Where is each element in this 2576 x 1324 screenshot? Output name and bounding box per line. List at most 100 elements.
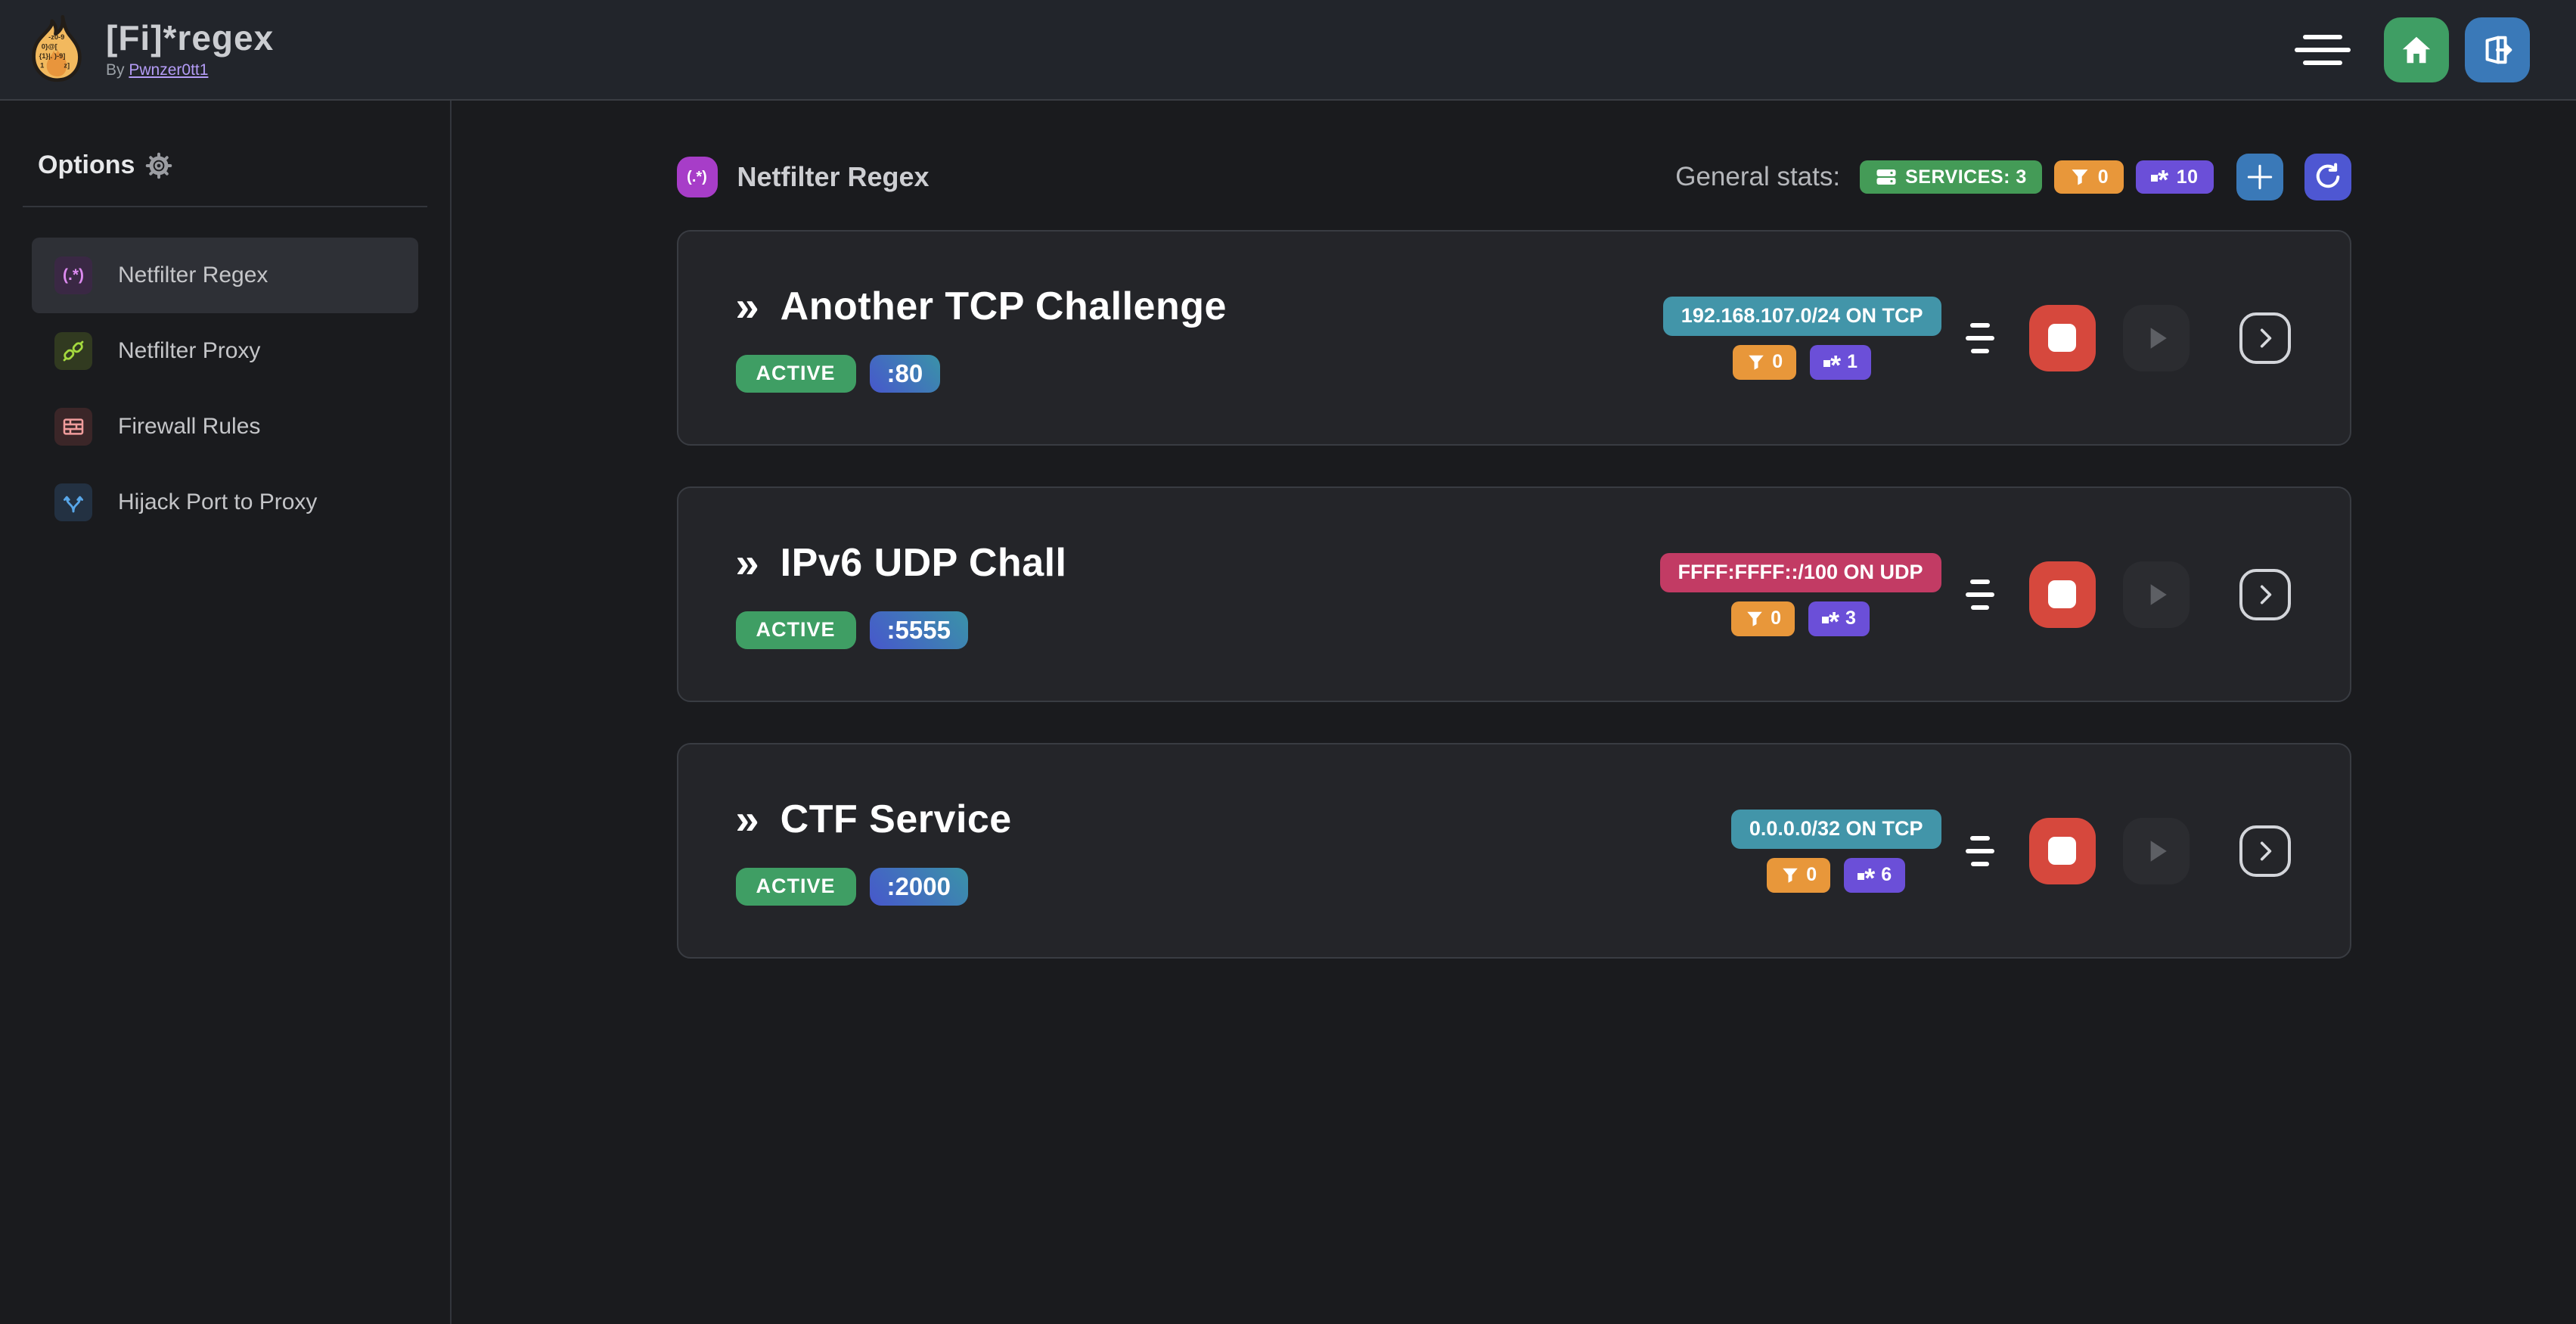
- server-icon: [1876, 169, 1896, 185]
- svg-text:z]: z]: [64, 61, 70, 69]
- open-service-button[interactable]: [2239, 825, 2291, 877]
- address-badge: 0.0.0.0/32 ON TCP: [1730, 809, 1941, 849]
- app-header: -z0-9 0}@[ {1}|. )-9] 1 z] [Fi]*regex By…: [0, 0, 2576, 101]
- play-icon: [2150, 840, 2167, 862]
- gear-icon: [146, 152, 172, 179]
- service-name: Another TCP Challenge: [780, 284, 1227, 328]
- svg-text:0}@[: 0}@[: [42, 42, 57, 50]
- double-chevron-icon: »: [735, 794, 759, 843]
- stop-icon: [2048, 324, 2076, 352]
- regex-dot-star-icon: *: [1858, 864, 1875, 891]
- app-title: [Fi]*regex: [106, 18, 275, 58]
- service-list: » Another TCP Challenge ACTIVE :80 192.1…: [676, 230, 2351, 959]
- logout-button[interactable]: [2465, 17, 2530, 82]
- sidebar-item-label: Netfilter Proxy: [118, 338, 261, 363]
- section-title: Netfilter Regex: [737, 161, 930, 192]
- sidebar-divider: [23, 206, 427, 207]
- stop-button[interactable]: [2028, 561, 2096, 628]
- regex-dot-star-icon: *: [1822, 608, 1839, 635]
- add-service-button[interactable]: [2236, 154, 2283, 200]
- sidebar-title: Options: [38, 151, 135, 179]
- open-service-button[interactable]: [2239, 568, 2291, 620]
- section-header: (.*) Netfilter Regex General stats: SERV…: [676, 151, 2351, 203]
- funnel-icon: [1783, 868, 1799, 883]
- status-badge: ACTIVE: [735, 867, 856, 906]
- address-badge: FFFF:FFFF::/100 ON UDP: [1659, 552, 1941, 592]
- byline: By Pwnzer0tt1: [106, 61, 274, 79]
- stop-button[interactable]: [2028, 817, 2096, 884]
- refresh-icon: [2316, 163, 2339, 188]
- regex-dot-star-icon: *: [1823, 351, 1841, 378]
- filters-count-badge: 0: [2053, 160, 2124, 194]
- sidebar-nav: (.*) Netfilter Regex Netfilter Proxy: [0, 238, 450, 540]
- header-actions: [2295, 17, 2530, 82]
- regex-count-badge: * 1: [1810, 344, 1872, 380]
- double-chevron-icon: »: [735, 281, 759, 330]
- sidebar-item-label: Firewall Rules: [118, 414, 261, 439]
- brick-wall-icon: [54, 408, 92, 446]
- sidebar-item-hijack-port[interactable]: Hijack Port to Proxy: [32, 465, 418, 540]
- service-name: CTF Service: [780, 797, 1012, 841]
- play-button[interactable]: [2122, 817, 2190, 884]
- split-arrows-icon: [54, 483, 92, 521]
- service-card-ipv6-udp-chall: » IPv6 UDP Chall ACTIVE :5555 FFFF:FFFF:…: [676, 486, 2351, 702]
- sidebar-item-firewall-rules[interactable]: Firewall Rules: [32, 389, 418, 465]
- stop-icon: [2048, 837, 2076, 865]
- regex-count-badge: * 10: [2136, 160, 2214, 194]
- service-name: IPv6 UDP Chall: [780, 540, 1067, 585]
- sidebar-item-label: Netfilter Regex: [118, 263, 268, 287]
- play-icon: [2150, 327, 2167, 349]
- brand: -z0-9 0}@[ {1}|. )-9] 1 z] [Fi]*regex By…: [27, 13, 274, 87]
- port-badge: :5555: [869, 611, 968, 649]
- chevron-right-icon: [2260, 328, 2271, 347]
- regex-dot-star-icon: *: [2151, 166, 2169, 194]
- sidebar: Options (.*) Netfilter Regex: [0, 101, 452, 1324]
- stop-button[interactable]: [2028, 304, 2096, 371]
- plug-connected-icon: [54, 332, 92, 370]
- status-badge: ACTIVE: [735, 354, 856, 393]
- funnel-icon: [2072, 169, 2088, 185]
- sidebar-item-netfilter-proxy[interactable]: Netfilter Proxy: [32, 313, 418, 389]
- svg-text:1: 1: [40, 61, 44, 69]
- chevron-right-icon: [2260, 585, 2271, 604]
- port-badge: :2000: [869, 867, 968, 906]
- plus-icon: [2247, 164, 2272, 190]
- sidebar-item-label: Hijack Port to Proxy: [118, 490, 318, 514]
- home-icon: [2402, 36, 2431, 63]
- chevron-right-icon: [2260, 841, 2271, 860]
- filters-count-badge: 0: [1731, 601, 1795, 636]
- filters-count-badge: 0: [1733, 344, 1797, 380]
- port-badge: :80: [869, 354, 941, 393]
- regex-icon: (.*): [54, 256, 92, 294]
- flame-logo-icon: -z0-9 0}@[ {1}|. )-9] 1 z]: [32, 14, 82, 82]
- stop-icon: [2048, 580, 2076, 608]
- service-menu-icon[interactable]: [1965, 835, 1994, 866]
- service-card-another-tcp-challenge: » Another TCP Challenge ACTIVE :80 192.1…: [676, 230, 2351, 446]
- double-chevron-icon: »: [735, 538, 759, 586]
- main-content: (.*) Netfilter Regex General stats: SERV…: [452, 101, 2576, 1324]
- home-button[interactable]: [2384, 17, 2449, 82]
- regex-count-badge: * 6: [1844, 857, 1906, 893]
- author-link[interactable]: Pwnzer0tt1: [129, 61, 209, 79]
- sidebar-item-netfilter-regex[interactable]: (.*) Netfilter Regex: [32, 238, 418, 313]
- menu-lines-icon[interactable]: [2295, 34, 2351, 65]
- logout-icon: [2485, 36, 2512, 64]
- open-service-button[interactable]: [2239, 312, 2291, 364]
- service-menu-icon[interactable]: [1965, 579, 1994, 610]
- svg-text:{1}|. )-9]: {1}|. )-9]: [39, 51, 66, 59]
- service-card-ctf-service: » CTF Service ACTIVE :2000 0.0.0.0/32 ON…: [676, 743, 2351, 959]
- regex-section-icon: (.*): [676, 157, 718, 197]
- status-badge: ACTIVE: [735, 611, 856, 649]
- play-button[interactable]: [2122, 304, 2190, 371]
- services-count-badge: SERVICES: 3: [1860, 160, 2042, 194]
- refresh-button[interactable]: [2304, 154, 2351, 200]
- sidebar-header: Options: [38, 151, 450, 180]
- play-icon: [2150, 583, 2167, 605]
- funnel-icon: [1749, 355, 1764, 370]
- general-stats-label: General stats:: [1675, 162, 1841, 191]
- by-label: By: [106, 61, 125, 79]
- play-button[interactable]: [2122, 561, 2190, 628]
- service-menu-icon[interactable]: [1965, 322, 1994, 353]
- address-badge: 192.168.107.0/24 ON TCP: [1662, 296, 1941, 336]
